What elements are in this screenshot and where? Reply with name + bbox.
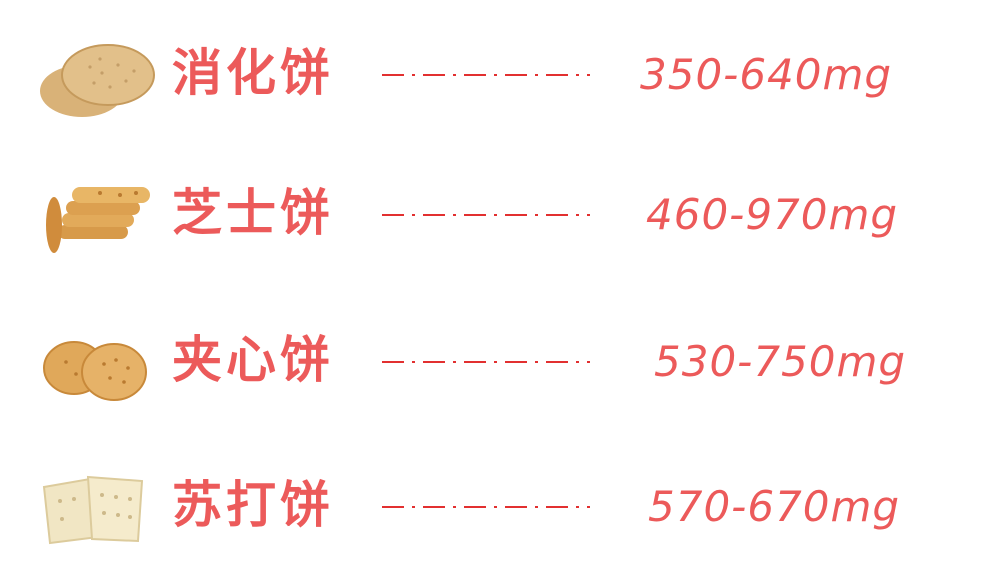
list-item-sandwich: 夹心饼 530-750mg	[0, 312, 1000, 412]
list-item-digestive: 消化饼 350-640mg	[0, 25, 1000, 125]
dash-dot-leader	[382, 360, 590, 364]
sodium-range: 530-750mg	[654, 337, 907, 386]
biscuit-name: 苏打饼	[172, 476, 334, 534]
sandwich-cracker-icon	[30, 312, 160, 412]
dash-dot-leader	[382, 73, 590, 77]
list-item-soda: 苏打饼 570-670mg	[0, 457, 1000, 557]
digestive-biscuit-icon	[30, 25, 160, 125]
biscuit-name: 夹心饼	[172, 331, 334, 389]
dash-dot-leader	[382, 213, 590, 217]
biscuit-name: 芝士饼	[172, 184, 334, 242]
sodium-range: 350-640mg	[640, 50, 893, 99]
sodium-range: 460-970mg	[646, 190, 899, 239]
list-item-cheese: 芝士饼 460-970mg	[0, 165, 1000, 265]
biscuit-name: 消化饼	[172, 44, 334, 102]
soda-cracker-icon	[30, 457, 160, 557]
sodium-range: 570-670mg	[648, 482, 901, 531]
cheese-cracker-stack-icon	[30, 165, 160, 265]
dash-dot-leader	[382, 505, 590, 509]
